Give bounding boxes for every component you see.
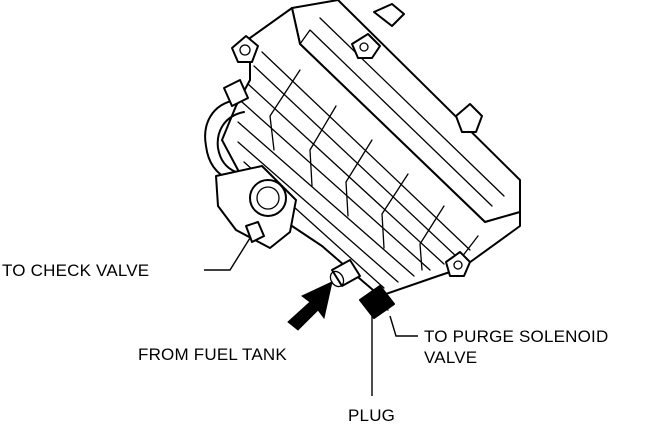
- to-check-valve-label: TO CHECK VALVE: [2, 261, 150, 280]
- vent-hose: [204, 79, 249, 181]
- fuel-tank-port: [329, 259, 361, 288]
- canister-body: [221, 0, 521, 297]
- purge-solenoid-leader: [389, 315, 418, 337]
- to-purge-solenoid-line1: TO PURGE SOLENOID: [424, 327, 609, 346]
- to-purge-solenoid-label: TO PURGE SOLENOID VALVE: [424, 326, 608, 368]
- fuel-flow-arrow: [287, 281, 333, 331]
- check-valve-leader: [204, 237, 251, 271]
- purge-port-plug: [359, 285, 395, 319]
- to-purge-solenoid-line2: VALVE: [424, 348, 478, 367]
- plug-label: PLUG: [348, 406, 396, 425]
- check-valve-port: [215, 165, 297, 249]
- from-fuel-tank-label: FROM FUEL TANK: [138, 345, 287, 364]
